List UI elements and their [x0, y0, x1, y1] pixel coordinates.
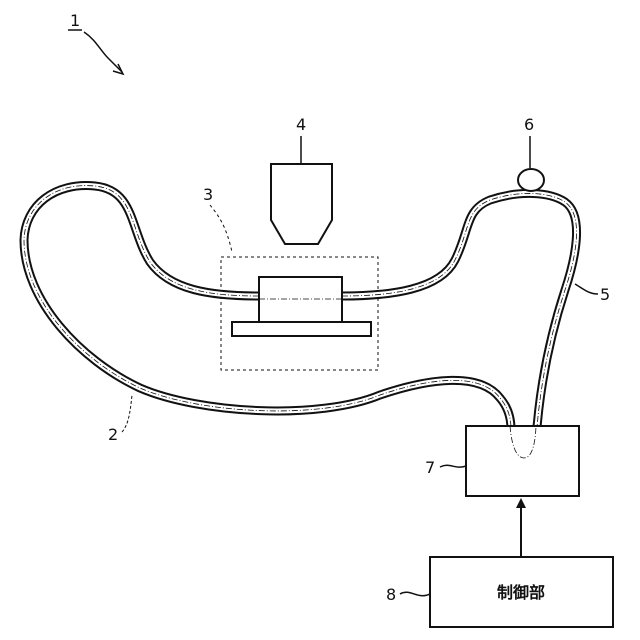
label-5: 5 [600, 285, 610, 304]
label-3-leader [210, 205, 232, 252]
label-7-leader [440, 465, 466, 467]
label-6: 6 [524, 115, 534, 134]
unit-7-box [466, 426, 579, 496]
label-1: 1 [70, 11, 80, 30]
controller-box-text: 制御部 [497, 583, 545, 602]
label-3: 3 [203, 185, 213, 204]
label-8-leader [400, 592, 430, 595]
fiber-5 [342, 193, 577, 440]
sample-holder [259, 277, 342, 322]
label-2: 2 [108, 425, 118, 444]
stage-plate [232, 322, 371, 336]
label-5-leader [575, 284, 598, 294]
component-6 [518, 169, 544, 191]
label-2-leader [122, 395, 132, 432]
label-1-leader [84, 32, 122, 72]
label-8: 8 [386, 585, 396, 604]
label-7: 7 [425, 458, 435, 477]
label-4: 4 [296, 115, 306, 134]
objective-lens [271, 164, 332, 244]
